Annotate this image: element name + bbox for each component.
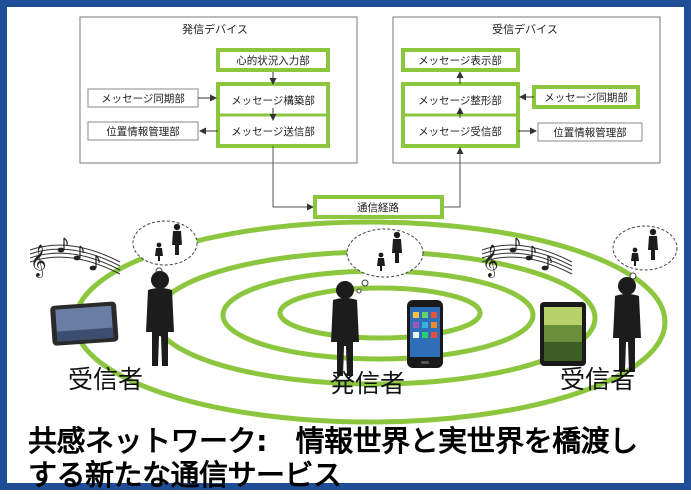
network-path-box (313, 195, 444, 219)
tablet-icon (540, 302, 586, 366)
receiver-location-box (537, 122, 643, 142)
sender-panel: 発信デバイス 心的状況入力部 メッセージ構築部 メッセージ送信部 メッセージ同期… (79, 16, 358, 164)
send-label: メッセージ送信部 (231, 125, 315, 138)
mental-input-label: 心的状況入力部 (236, 54, 310, 67)
display-label: メッセージ表示部 (418, 54, 502, 67)
sender-location-label: 位置情報管理部 (106, 125, 180, 138)
sender-panel-title: 発信デバイス (182, 22, 248, 36)
compose-label: メッセージ構築部 (231, 94, 315, 107)
receiver-right-label: 受信者 (560, 365, 635, 394)
receiver-person-left (146, 271, 174, 366)
mental-input-box (216, 48, 330, 72)
display-box (401, 48, 520, 72)
receiver-left-label: 受信者 (68, 365, 143, 394)
music-note-icon: 𝄞 (29, 237, 121, 278)
receiver-person-right (613, 277, 641, 372)
sender-location-box (87, 121, 199, 141)
receiver-location-label: 位置情報管理部 (553, 126, 627, 139)
music-note-icon: 𝄞 (481, 237, 573, 278)
network-path: 通信経路 (272, 146, 464, 219)
receiver-panel-title: 受信デバイス (492, 22, 558, 36)
svg-text:𝄞: 𝄞 (30, 244, 47, 278)
shape-label: メッセージ整形部 (418, 94, 502, 107)
ring-core (277, 285, 483, 341)
sender-person (331, 281, 359, 376)
smartphone-icon (407, 300, 443, 368)
receiver-panel: 受信デバイス メッセージ表示部 メッセージ整形部 メッセージ受信部 メッセージ同… (392, 16, 661, 164)
receiver-sync-label: メッセージ同期部 (544, 91, 628, 104)
network-path-label: 通信経路 (357, 201, 399, 214)
thought-bubble-icon (612, 225, 678, 287)
sender-label: 発信者 (330, 369, 405, 398)
tablet-icon (50, 301, 119, 346)
svg-text:𝄞: 𝄞 (482, 244, 499, 278)
caption-line-1: 共感ネットワーク: 情報世界と実世界を橋渡し (28, 424, 638, 458)
thought-bubble-icon (346, 228, 424, 294)
sender-sync-label: メッセージ同期部 (101, 92, 185, 105)
thought-bubble-icon (132, 220, 198, 282)
ring-inner (220, 268, 536, 362)
caption-line-2: する新たな通信サービス (28, 458, 342, 492)
receive-label: メッセージ受信部 (418, 125, 502, 138)
